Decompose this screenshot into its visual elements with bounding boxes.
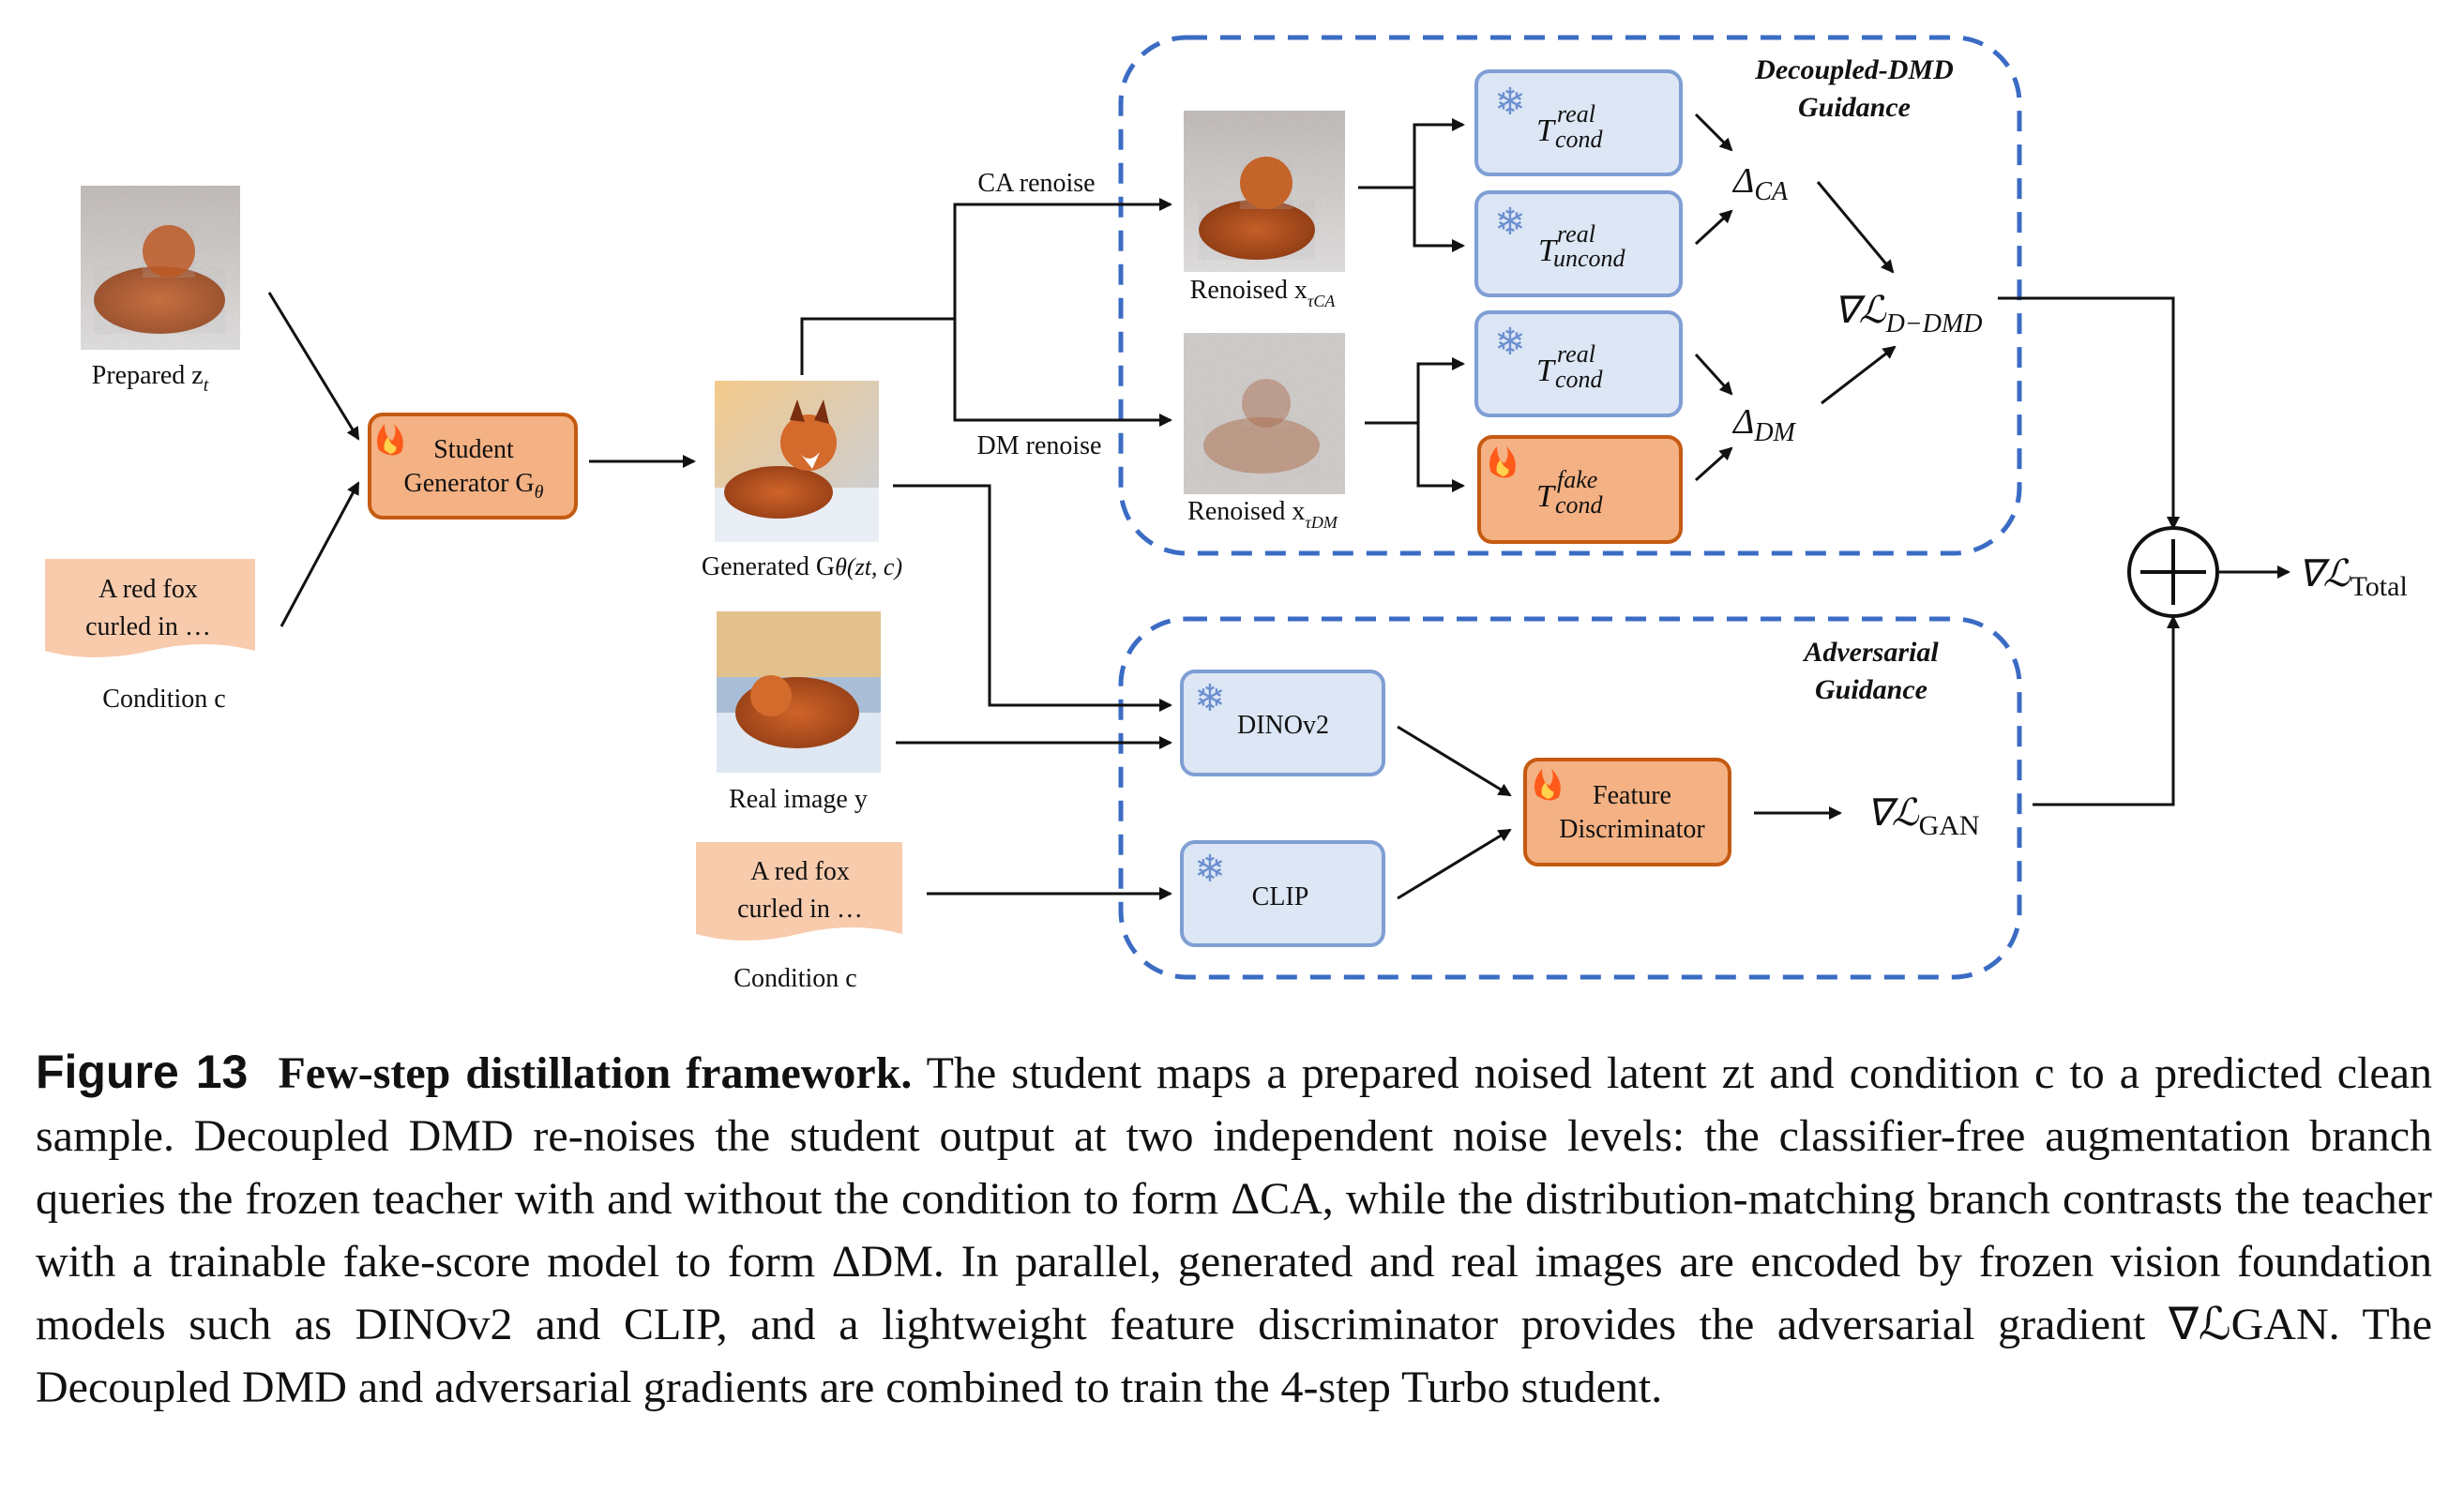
- dmd-guidance-group: [1118, 35, 2022, 556]
- condition-label-bottom: Condition c: [733, 964, 856, 993]
- distillation-diagram: Decoupled-DMD Guidance Adversarial Guida…: [45, 35, 2408, 993]
- student-label-line2: Generator Gθ: [404, 469, 544, 503]
- condition-label-left: Condition c: [102, 685, 225, 714]
- student-label-line1: Student: [433, 435, 514, 464]
- loss-total: ∇ℒTotal: [2298, 552, 2408, 602]
- dmd-group-title-line2: Guidance: [1798, 92, 1911, 123]
- dinov2-box: ❄ DINOv2: [1180, 670, 1385, 776]
- condition-text-left-line1: A red fox: [98, 575, 198, 604]
- svg-text:real: real: [1557, 100, 1595, 128]
- svg-text:T: T: [1536, 354, 1556, 388]
- generated-label: Generated Gθ(zt, c): [702, 552, 902, 581]
- generated-image: [715, 381, 879, 542]
- renoised-ca-image: [1184, 111, 1345, 272]
- figure-caption: Figure 13 Few-step distillation framewor…: [36, 1041, 2432, 1419]
- teacher-real-cond-box-ca: ❄ T real cond: [1474, 69, 1683, 176]
- fire-icon-fake: [1489, 446, 1516, 478]
- adv-group-title-line2: Guidance: [1815, 674, 1927, 705]
- condition-text-bottom-line2: curled in …: [737, 895, 863, 924]
- svg-text:T: T: [1536, 113, 1556, 148]
- condition-text-left-line2: curled in …: [85, 612, 211, 641]
- discriminator-label-line2: Discriminator: [1559, 815, 1705, 844]
- svg-text:T: T: [1538, 233, 1558, 268]
- figure-title: Few-step distillation framework.: [278, 1048, 913, 1098]
- figure-number: Figure 13: [36, 1046, 249, 1098]
- fire-icon-discriminator: [1534, 769, 1561, 801]
- loss-d-dmd: ∇ℒD−DMD: [1834, 289, 1982, 339]
- condition-paper-left: [45, 559, 255, 657]
- snowflake-icon: ❄: [1194, 848, 1226, 891]
- condition-text-bottom-line1: A red fox: [750, 857, 850, 886]
- adversarial-guidance-group: [1118, 616, 2022, 980]
- condition-paper-bottom: [696, 842, 902, 941]
- student-generator-box: [368, 413, 578, 520]
- renoised-dm-image: [1184, 333, 1345, 494]
- prepared-label: Prepared zt: [92, 361, 209, 396]
- renoised-dm-label: Renoised xτDM: [1187, 497, 1338, 532]
- dinov2-label: DINOv2: [1237, 711, 1329, 740]
- dmd-group-title-line1: Decoupled-DMD: [1754, 54, 1954, 85]
- svg-text:real: real: [1557, 220, 1595, 248]
- svg-text:cond: cond: [1555, 366, 1604, 393]
- fake-score-box: T fake cond: [1477, 435, 1683, 544]
- svg-text:fake: fake: [1557, 466, 1597, 493]
- prepared-latent-image: [81, 186, 240, 350]
- fire-icon-student: [377, 424, 403, 456]
- svg-text:T: T: [1536, 479, 1556, 514]
- discriminator-label-line1: Feature: [1593, 781, 1671, 810]
- renoised-ca-label: Renoised xτCA: [1190, 276, 1337, 310]
- svg-text:cond: cond: [1555, 491, 1604, 519]
- teacher-real-cond-box-dm: ❄ T real cond: [1474, 310, 1683, 417]
- feature-discriminator-box: [1523, 758, 1731, 866]
- dm-renoise-label: DM renoise: [977, 431, 1102, 460]
- delta-dm: ΔDM: [1731, 402, 1797, 447]
- delta-ca: ΔCA: [1731, 161, 1789, 206]
- snowflake-icon: ❄: [1494, 81, 1526, 124]
- svg-text:uncond: uncond: [1553, 245, 1626, 272]
- adv-group-title-line1: Adversarial: [1802, 637, 1939, 668]
- clip-box: ❄ CLIP: [1180, 840, 1385, 947]
- svg-text:cond: cond: [1555, 126, 1604, 153]
- snowflake-icon: ❄: [1494, 201, 1526, 244]
- ca-renoise-label: CA renoise: [977, 169, 1095, 198]
- snowflake-icon: ❄: [1494, 321, 1526, 364]
- snowflake-icon: ❄: [1194, 677, 1226, 720]
- svg-text:real: real: [1557, 340, 1595, 368]
- real-image: [717, 611, 881, 773]
- real-image-label: Real image y: [729, 785, 868, 814]
- figure-caption-body: The student maps a prepared noised laten…: [36, 1048, 2432, 1412]
- clip-label: CLIP: [1252, 882, 1309, 911]
- teacher-real-uncond-box: ❄ T real uncond: [1474, 190, 1683, 297]
- loss-gan: ∇ℒGAN: [1867, 791, 1980, 841]
